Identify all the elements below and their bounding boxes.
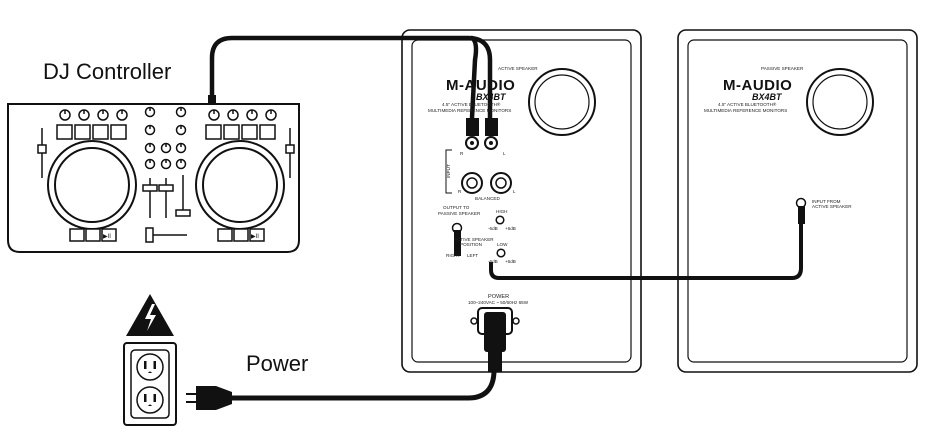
power-socket bbox=[470, 307, 520, 372]
knobs-left bbox=[59, 109, 128, 121]
left-label: LEFT bbox=[467, 253, 478, 258]
balanced-jacks bbox=[461, 172, 512, 194]
high-knob bbox=[495, 215, 505, 225]
mixer-knobs bbox=[144, 106, 187, 170]
balanced-right-label: R bbox=[458, 189, 462, 194]
cables bbox=[209, 35, 803, 401]
passive-input-plug bbox=[798, 206, 805, 224]
high-plus-label: +6dB bbox=[505, 226, 516, 231]
high-voltage-warning-icon bbox=[126, 294, 174, 336]
passive-speaker-brand: M-AUDIO bbox=[723, 77, 792, 94]
dj-controller-label: DJ Controller bbox=[43, 59, 171, 84]
low-knob bbox=[496, 248, 506, 258]
passive-speaker-icon: PASSIVE SPEAKER M-AUDIO BX4BT 4.5" ACTIV… bbox=[677, 29, 918, 373]
active-speaker-subtitle-2: MULTIMEDIA REFERENCE MONITORS bbox=[428, 108, 511, 113]
pads-left bbox=[56, 124, 127, 140]
speaker-link-cable bbox=[489, 222, 803, 280]
play-pause-right: ▶II bbox=[251, 234, 259, 240]
passive-input-label-1: INPUT FROM bbox=[812, 199, 841, 204]
rca-cable-second bbox=[469, 35, 479, 121]
output-plug bbox=[454, 230, 461, 256]
active-speaker-subtitle-1: 4.5" ACTIVE BLUETOOTH® bbox=[442, 101, 501, 107]
low-minus-label: -6dB bbox=[488, 259, 498, 264]
play-pause-left: ▶II bbox=[103, 234, 111, 240]
low-plus-label: +6dB bbox=[505, 259, 516, 264]
active-pos-label-1: ACTIVE SPEAKER bbox=[454, 237, 494, 242]
transport-right bbox=[217, 228, 265, 242]
power-label: Power bbox=[246, 351, 308, 376]
transport-left bbox=[69, 228, 117, 242]
power-cable bbox=[232, 369, 497, 401]
power-plug-icon bbox=[186, 386, 232, 410]
balanced-left-label: L bbox=[513, 189, 516, 194]
active-pos-label-2: POSITION bbox=[460, 242, 482, 247]
active-speaker-brand: M-AUDIO bbox=[446, 77, 515, 94]
active-speaker-heading: ACTIVE SPEAKER bbox=[498, 66, 538, 71]
output-label-1: OUTPUT TO bbox=[443, 205, 470, 210]
low-label: LOW bbox=[497, 242, 508, 247]
passive-speaker-heading: PASSIVE SPEAKER bbox=[761, 66, 804, 71]
rca-cable bbox=[209, 35, 493, 121]
dj-controller-icon: DJ Controller bbox=[7, 59, 300, 253]
high-label: HIGH bbox=[496, 209, 507, 214]
right-label: RIGHT bbox=[446, 253, 460, 258]
jog-wheels bbox=[47, 140, 285, 230]
rca-plugs bbox=[465, 118, 498, 150]
rca-right-label: R bbox=[460, 151, 464, 156]
active-speaker-icon: ACTIVE SPEAKER M-AUDIO BX4BT 4.5" ACTIVE… bbox=[401, 29, 642, 373]
crossfader bbox=[145, 227, 187, 243]
passive-speaker-subtitle-1: 4.5" ACTIVE BLUETOOTH® bbox=[718, 101, 777, 107]
passive-speaker-model: BX4BT bbox=[752, 92, 783, 102]
rca-left-label: L bbox=[503, 151, 506, 156]
active-speaker-port bbox=[528, 68, 596, 136]
passive-input-label-2: ACTIVE SPEAKER bbox=[812, 204, 852, 209]
channel-faders bbox=[142, 175, 191, 218]
power-heading: POWER bbox=[488, 294, 509, 300]
passive-speaker-port bbox=[806, 68, 874, 136]
power-spec: 100–240VAC ~ 50/60Hz 65W bbox=[468, 300, 529, 305]
power-outlet-icon bbox=[123, 342, 177, 426]
passive-speaker-subtitle-2: MULTIMEDIA REFERENCE MONITORS bbox=[704, 108, 787, 113]
balanced-label: BALANCED bbox=[475, 196, 500, 201]
pads-right bbox=[205, 124, 276, 140]
knobs-right bbox=[208, 109, 277, 121]
input-label: INPUT bbox=[446, 164, 451, 178]
output-label-2: PASSIVE SPEAKER bbox=[438, 211, 481, 216]
high-minus-label: -6dB bbox=[488, 226, 498, 231]
pitch-sliders bbox=[37, 128, 295, 178]
active-speaker-model: BX4BT bbox=[476, 92, 507, 102]
